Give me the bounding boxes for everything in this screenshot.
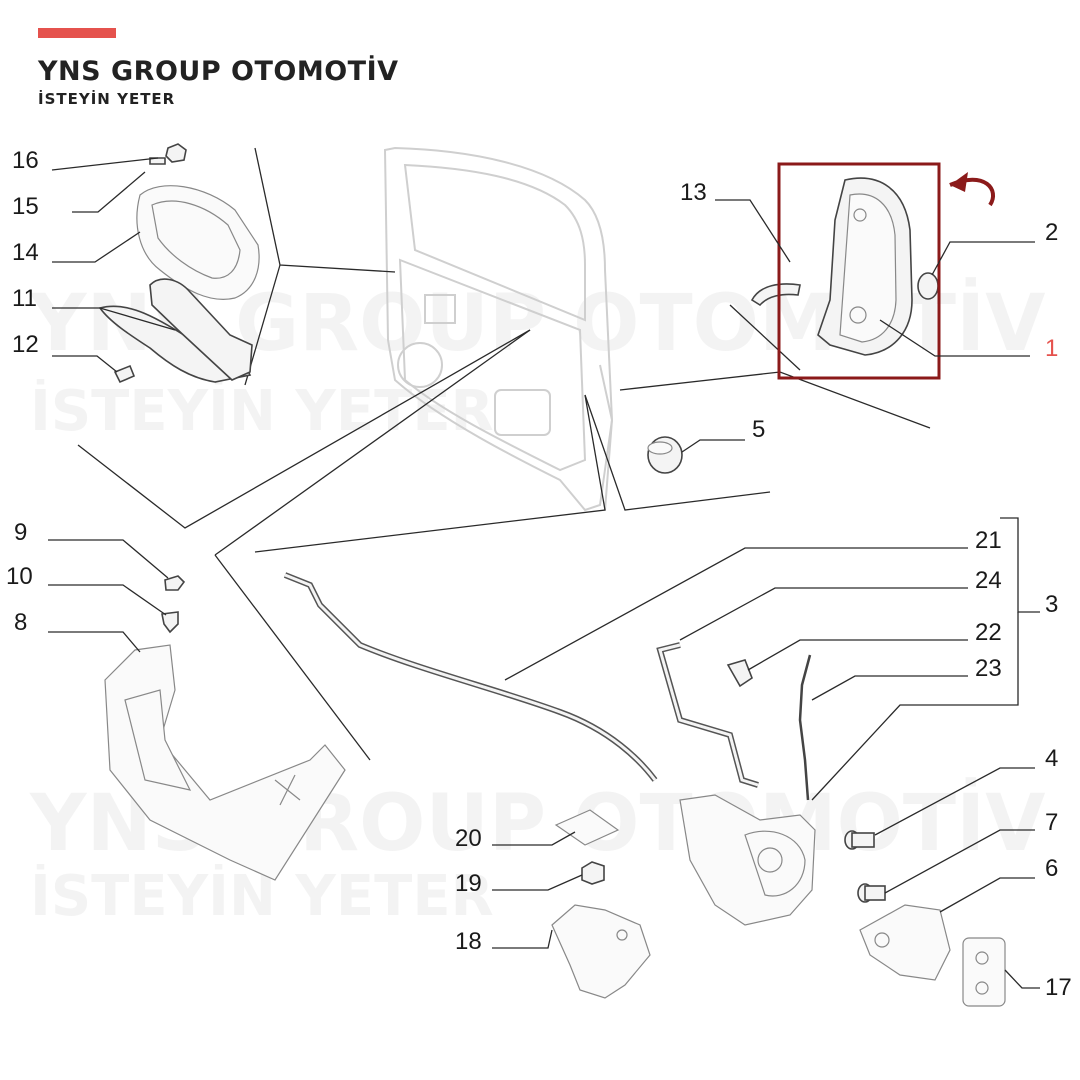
callout-13: 13 <box>680 179 707 206</box>
part-12-screw <box>113 364 136 384</box>
callout-5: 5 <box>752 416 765 443</box>
callout-12: 12 <box>12 331 39 358</box>
callout-8: 8 <box>14 609 27 636</box>
callout-labels: 16 15 14 11 12 13 2 1 5 9 10 8 21 24 3 2… <box>6 147 1072 1001</box>
watermark-line2-lower: İSTEYİN YETER <box>30 864 494 929</box>
part-19-nut <box>581 861 605 885</box>
part-10-bolt <box>161 611 179 634</box>
brand-slogan: İSTEYİN YETER <box>38 90 176 108</box>
highlight-box <box>777 162 941 380</box>
part-18-bracket <box>551 904 651 999</box>
arrow-left-icon <box>949 172 996 207</box>
part-6-striker <box>859 904 951 981</box>
part-23-cable <box>798 654 812 801</box>
part-5-plug <box>647 436 683 474</box>
part-7-bolt <box>857 883 886 903</box>
door-frame <box>383 146 614 512</box>
part-2-grommet <box>917 272 939 300</box>
callout-17: 17 <box>1045 974 1072 1001</box>
callout-19: 19 <box>455 870 482 897</box>
callout-14: 14 <box>12 239 39 266</box>
part-8-bracket <box>104 644 346 881</box>
callout-22: 22 <box>975 619 1002 646</box>
callout-2: 2 <box>1045 219 1058 246</box>
callout-23: 23 <box>975 655 1002 682</box>
callout-1: 1 <box>1045 335 1058 362</box>
brand-title: YNS GROUP OTOMOTİV <box>38 56 399 87</box>
callout-4: 4 <box>1045 745 1058 772</box>
part-11-inner-handle <box>98 278 253 383</box>
part-20-gasket <box>554 809 620 846</box>
callout-21: 21 <box>975 527 1002 554</box>
part-1-outer-handle <box>817 177 913 356</box>
callout-18: 18 <box>455 928 482 955</box>
part-9-bolt <box>164 575 186 591</box>
part-13-clip <box>750 283 801 307</box>
callout-20: 20 <box>455 825 482 852</box>
part-16-screw <box>149 143 187 165</box>
callout-16: 16 <box>12 147 39 174</box>
callout-11: 11 <box>12 285 37 312</box>
callout-10: 10 <box>6 563 33 590</box>
callout-3: 3 <box>1045 591 1058 618</box>
watermark-line2: İSTEYİN YETER <box>30 379 494 444</box>
part-3-lock-assembly <box>679 794 816 926</box>
callout-24: 24 <box>975 567 1002 594</box>
part-4-bolt <box>844 830 875 850</box>
part-14-handle-housing <box>136 185 260 300</box>
part-17-plate <box>962 937 1006 1007</box>
callout-15: 15 <box>12 193 39 220</box>
part-22-clip <box>726 659 753 688</box>
callout-6: 6 <box>1045 855 1058 882</box>
brand-accent-bar <box>38 28 116 38</box>
part-21-cable <box>283 572 658 782</box>
callout-leaders <box>48 157 1040 989</box>
part-24-rod <box>656 642 759 788</box>
callout-7: 7 <box>1045 809 1058 836</box>
callout-9: 9 <box>14 519 27 546</box>
